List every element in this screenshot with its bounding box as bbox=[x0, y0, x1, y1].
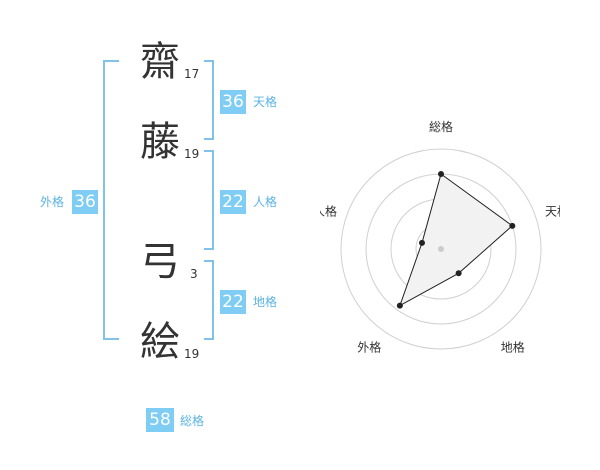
radar-point bbox=[418, 239, 425, 246]
radar-axis-label: 天格 bbox=[545, 203, 560, 218]
name-char-1: 齋 bbox=[140, 39, 180, 85]
radar-axis-label: 地格 bbox=[501, 340, 525, 355]
name-char-3: 弓 bbox=[140, 239, 180, 285]
radar-ring bbox=[340, 148, 542, 350]
radar-axis-label: 人格 bbox=[320, 203, 337, 218]
soukaku-value-badge: 58 bbox=[146, 408, 174, 432]
gaikaku-value-badge: 36 bbox=[72, 190, 98, 214]
tenkaku-bracket bbox=[204, 60, 214, 140]
gaikaku-bracket bbox=[103, 60, 119, 340]
stroke-count-1: 17 bbox=[184, 67, 200, 81]
stroke-count-4: 19 bbox=[184, 347, 200, 361]
jinkaku-label: 人格 bbox=[253, 195, 278, 209]
tenkaku-value-badge: 36 bbox=[220, 90, 246, 114]
radar-polygon bbox=[398, 173, 514, 307]
jinkaku-bracket bbox=[204, 150, 214, 250]
name-char-2: 藤 bbox=[140, 119, 180, 165]
jinkaku-value-badge: 22 bbox=[220, 190, 246, 214]
radar-point bbox=[396, 302, 403, 309]
chikaku-value-badge: 22 bbox=[220, 290, 246, 314]
radar-point bbox=[509, 222, 516, 229]
stroke-count-2: 19 bbox=[184, 147, 200, 161]
tenkaku-label: 天格 bbox=[253, 95, 278, 109]
fortune-radar-chart: 総格天格地格 外格 人格 bbox=[320, 119, 560, 355]
chikaku-bracket bbox=[204, 260, 214, 340]
radar-point bbox=[455, 270, 462, 277]
stroke-count-3: 3 bbox=[190, 267, 198, 281]
radar-axis-label: 外格 bbox=[357, 340, 381, 355]
radar-center-dot bbox=[438, 246, 444, 252]
name-char-4: 絵 bbox=[140, 319, 180, 365]
radar-point bbox=[438, 171, 444, 177]
radar-axis-label: 総格 bbox=[429, 119, 453, 134]
chikaku-label: 地格 bbox=[253, 295, 278, 309]
gaikaku-label: 外格 bbox=[40, 195, 65, 209]
soukaku-label: 総格 bbox=[180, 414, 205, 428]
